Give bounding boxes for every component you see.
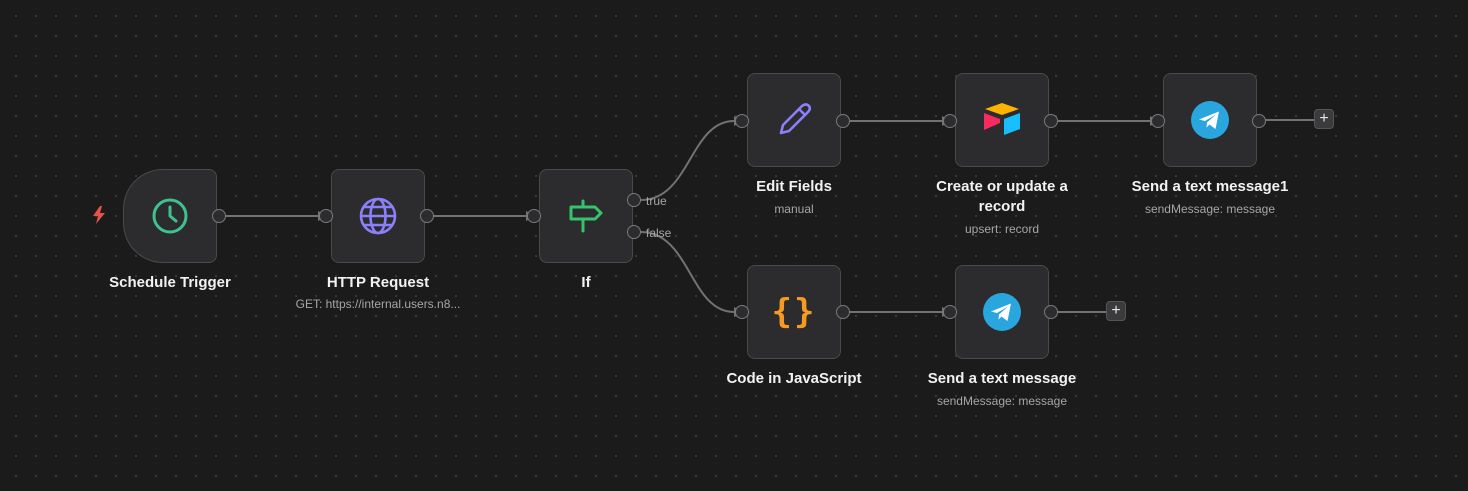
node-title-line-1: Create or update a	[936, 178, 1068, 195]
input-handle[interactable]	[1151, 114, 1165, 128]
node-http-request[interactable]	[331, 169, 425, 263]
input-handle[interactable]	[319, 209, 333, 223]
output-handle[interactable]	[212, 209, 226, 223]
node-title: If	[581, 274, 591, 291]
input-handle[interactable]	[527, 209, 541, 223]
output-handle[interactable]	[1044, 114, 1058, 128]
add-node-button[interactable]: +	[1106, 301, 1126, 321]
output-handle[interactable]	[836, 114, 850, 128]
node-schedule-trigger[interactable]	[123, 169, 217, 263]
node-title: HTTP Request	[326, 274, 430, 291]
input-handle[interactable]	[943, 305, 957, 319]
braces-icon: {}	[771, 292, 817, 332]
node-title: Send a text message	[927, 370, 1077, 387]
output-handle[interactable]	[1044, 305, 1058, 319]
node-title: Send a text message1	[1131, 178, 1289, 195]
globe-icon	[359, 197, 397, 235]
add-node-button[interactable]: +	[1314, 109, 1334, 129]
input-handle[interactable]	[735, 114, 749, 128]
node-title: Code in JavaScript	[726, 370, 862, 387]
node-title: Schedule Trigger	[109, 274, 231, 291]
input-handle[interactable]	[943, 114, 957, 128]
output-handle-false[interactable]	[627, 225, 641, 239]
lightning-bolt-icon	[93, 206, 105, 224]
false-branch-label: false	[646, 226, 672, 240]
input-handle[interactable]	[735, 305, 749, 319]
signpost-icon	[569, 199, 603, 233]
airtable-icon	[984, 103, 1020, 135]
node-airtable-upsert[interactable]	[955, 73, 1049, 167]
edge-if-false-code[interactable]	[640, 231, 735, 313]
node-title: Edit Fields	[756, 178, 832, 195]
output-handle-true[interactable]	[627, 193, 641, 207]
node-subtitle: manual	[774, 202, 814, 216]
output-handle[interactable]	[420, 209, 434, 223]
node-title-line-2: record	[978, 198, 1026, 215]
node-subtitle: sendMessage: message	[936, 394, 1068, 408]
true-branch-label: true	[646, 194, 667, 208]
node-edit-fields[interactable]	[747, 73, 841, 167]
node-subtitle: GET: https://internal.users.n8...	[295, 297, 461, 311]
node-subtitle: sendMessage: message	[1144, 202, 1276, 216]
edge-if-true-edit[interactable]	[640, 120, 735, 201]
node-if[interactable]	[539, 169, 633, 263]
clock-icon	[152, 198, 188, 234]
node-telegram-send-message-1[interactable]	[1163, 73, 1257, 167]
telegram-icon	[983, 293, 1021, 331]
node-code-javascript[interactable]: {}	[747, 265, 841, 359]
output-handle[interactable]	[836, 305, 850, 319]
pencil-icon	[779, 103, 812, 135]
telegram-icon	[1191, 101, 1229, 139]
node-subtitle: upsert: record	[964, 222, 1040, 236]
node-telegram-send-message[interactable]	[955, 265, 1049, 359]
output-handle[interactable]	[1252, 114, 1266, 128]
